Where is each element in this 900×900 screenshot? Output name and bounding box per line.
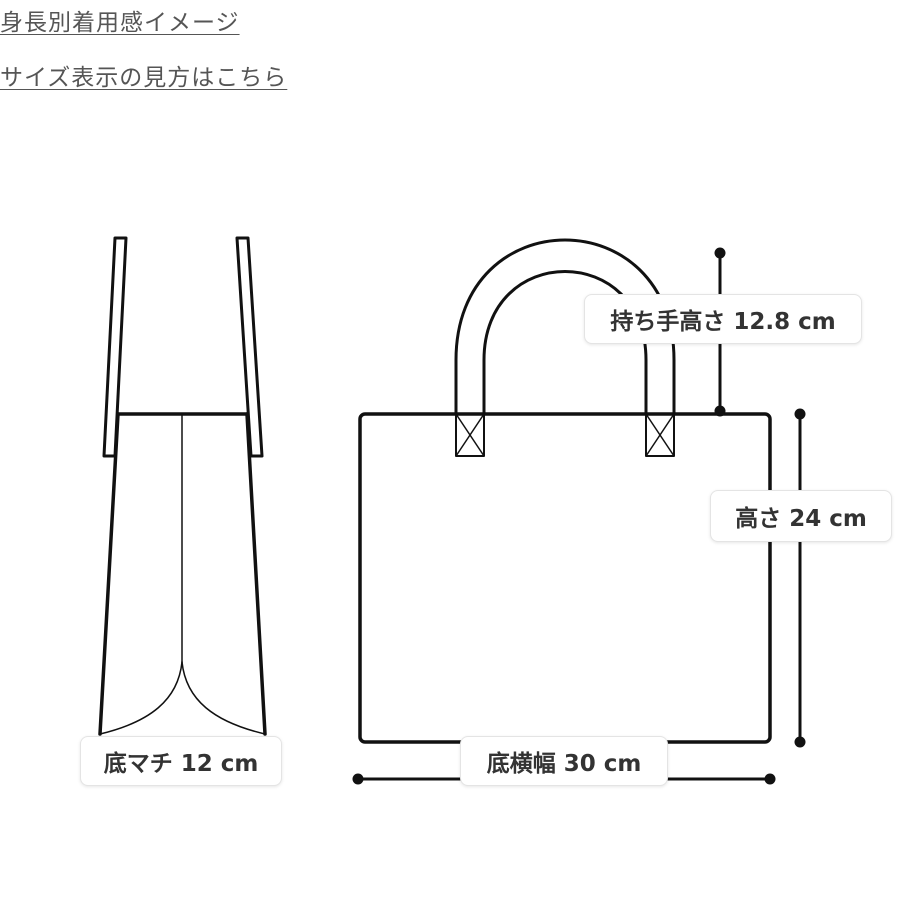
handle-height-label: 持ち手高さ 12.8 cm [584, 294, 862, 344]
size-image-link[interactable]: 身長別着用感イメージ [0, 10, 240, 36]
side-view-drawing [98, 236, 267, 736]
height-dimension-line [794, 408, 806, 748]
front-view-drawing [358, 238, 772, 744]
bottom-width-label: 底横幅 30 cm [460, 736, 668, 786]
height-label: 高さ 24 cm [710, 490, 892, 542]
size-guide-link[interactable]: サイズ表示の見方はこちら [0, 65, 288, 91]
bottom-gusset-label: 底マチ 12 cm [80, 736, 282, 786]
